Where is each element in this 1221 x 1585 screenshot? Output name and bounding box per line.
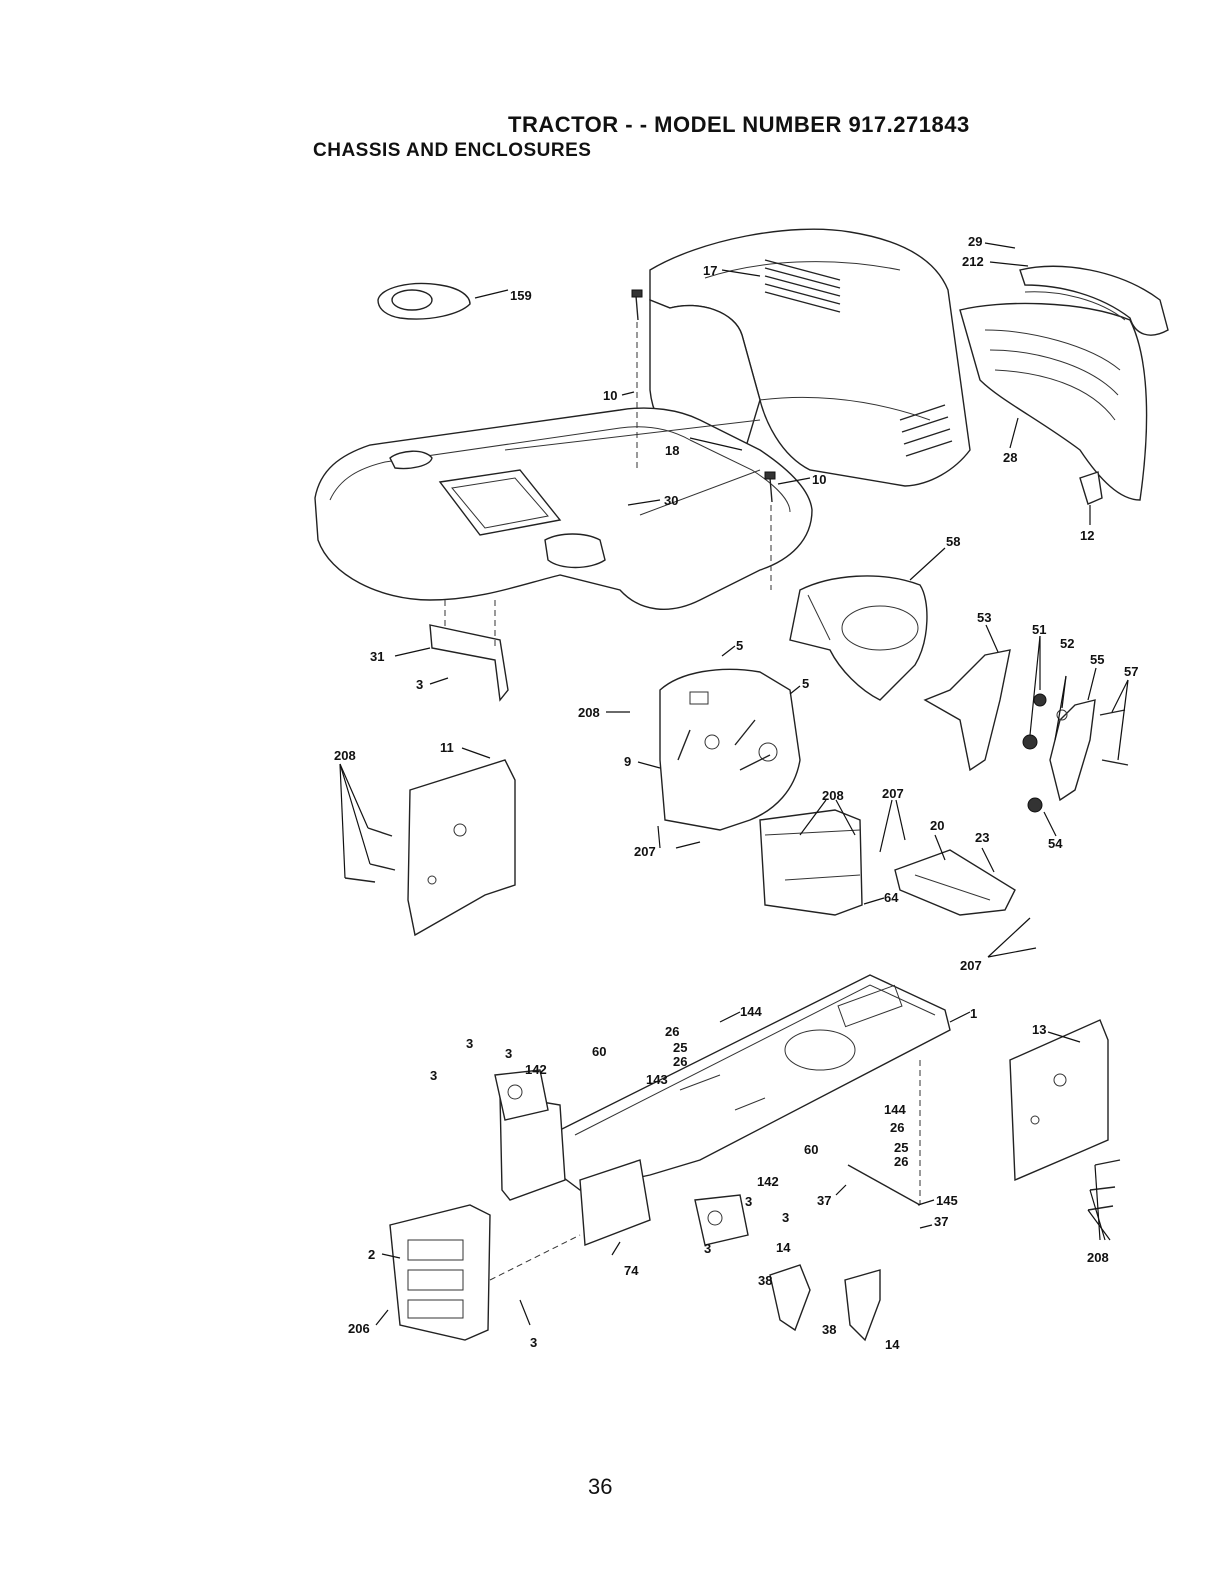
callout-3-frame-a: 3 xyxy=(466,1036,473,1051)
battery-tray-part xyxy=(760,810,862,915)
callout-2: 2 xyxy=(368,1247,375,1262)
callout-3-axle-b: 3 xyxy=(782,1210,789,1225)
tie-rod-145 xyxy=(848,1165,920,1205)
callout-74: 74 xyxy=(624,1263,639,1278)
callout-17: 17 xyxy=(703,263,717,278)
callout-143: 143 xyxy=(646,1072,668,1087)
callout-14-right: 14 xyxy=(885,1337,900,1352)
callout-142-lower: 142 xyxy=(757,1174,779,1189)
callout-18: 18 xyxy=(665,443,679,458)
callout-10-upper: 10 xyxy=(603,388,617,403)
mount-bracket-part xyxy=(430,600,508,700)
air-duct-part xyxy=(790,576,927,700)
callout-38-right: 38 xyxy=(822,1322,836,1337)
callout-53: 53 xyxy=(977,610,991,625)
callout-212: 212 xyxy=(962,254,984,269)
callout-3-frame-c: 3 xyxy=(430,1068,437,1083)
bolts-208-right xyxy=(1088,1160,1120,1210)
callout-64: 64 xyxy=(884,890,899,905)
callout-25-lower: 25 xyxy=(894,1140,908,1155)
callout-54: 54 xyxy=(1048,836,1063,851)
callout-12: 12 xyxy=(1080,528,1094,543)
callout-55: 55 xyxy=(1090,652,1104,667)
callout-3-bracket: 3 xyxy=(530,1335,537,1350)
callout-144-upper: 144 xyxy=(740,1004,762,1019)
callout-11: 11 xyxy=(440,740,454,755)
callout-60-lower: 60 xyxy=(804,1142,818,1157)
callout-30: 30 xyxy=(664,493,678,508)
callout-60-upper: 60 xyxy=(592,1044,606,1059)
callout-144-lower: 144 xyxy=(884,1102,906,1117)
callout-9: 9 xyxy=(624,754,631,769)
callout-37-right: 37 xyxy=(934,1214,948,1229)
callout-3-upper: 3 xyxy=(416,677,423,692)
callout-208-left-panel: 208 xyxy=(334,748,356,763)
callout-28: 28 xyxy=(1003,450,1017,465)
side-panel-left-11 xyxy=(408,760,515,935)
callout-207-left: 207 xyxy=(634,844,656,859)
callout-29: 29 xyxy=(968,234,982,249)
callout-159: 159 xyxy=(510,288,532,303)
front-latch-part xyxy=(1080,472,1102,504)
callout-51: 51 xyxy=(1032,622,1046,637)
fender-body-part xyxy=(315,408,812,609)
brake-arm-53 xyxy=(925,650,1010,770)
callout-57: 57 xyxy=(1124,664,1138,679)
callout-3-axle-a: 3 xyxy=(745,1194,752,1209)
callout-20: 20 xyxy=(930,818,944,833)
callout-5-right: 5 xyxy=(802,676,809,691)
callout-25-upper: 25 xyxy=(673,1040,687,1055)
callout-26-upper-a: 26 xyxy=(665,1024,679,1039)
callout-26-upper-b: 26 xyxy=(673,1054,687,1069)
callout-23: 23 xyxy=(975,830,989,845)
callout-13: 13 xyxy=(1032,1022,1046,1037)
callout-37-left: 37 xyxy=(817,1193,831,1208)
callout-145: 145 xyxy=(936,1193,958,1208)
callout-208-right-panel: 208 xyxy=(1087,1250,1109,1265)
callout-38-left: 38 xyxy=(758,1273,772,1288)
front-bracket-2 xyxy=(390,1205,490,1340)
side-panel-right-13 xyxy=(1010,1020,1108,1180)
grille-nose-part xyxy=(960,303,1147,500)
pedal-bracket-38b xyxy=(845,1270,880,1340)
callout-207-upper: 207 xyxy=(882,786,904,801)
callout-58: 58 xyxy=(946,534,960,549)
seat-cup-part xyxy=(378,283,470,319)
seat-bracket-part xyxy=(895,850,1015,915)
callout-206: 206 xyxy=(348,1321,370,1336)
callout-1: 1 xyxy=(970,1006,977,1021)
bolt-10-upper xyxy=(632,290,642,320)
callout-3-frame-b: 3 xyxy=(505,1046,512,1061)
callout-208-dash: 208 xyxy=(578,705,600,720)
callout-207-lower: 207 xyxy=(960,958,982,973)
callout-26-lower-b: 26 xyxy=(894,1154,908,1169)
axle-bracket-142b xyxy=(695,1195,748,1245)
callout-52: 52 xyxy=(1060,636,1074,651)
callout-208-battery: 208 xyxy=(822,788,844,803)
page-number: 36 xyxy=(588,1474,612,1500)
bolts-208-left xyxy=(345,828,395,882)
dash-panel-part xyxy=(660,669,800,830)
axle-bracket-142a xyxy=(495,1070,548,1120)
callout-142-upper: 142 xyxy=(525,1062,547,1077)
callout-31: 31 xyxy=(370,649,384,664)
callout-26-lower-a: 26 xyxy=(890,1120,904,1135)
pedal-bracket-38a xyxy=(770,1265,810,1330)
callout-14-left: 14 xyxy=(776,1240,791,1255)
callout-10-lower: 10 xyxy=(812,472,826,487)
callout-5-left: 5 xyxy=(736,638,743,653)
callout-3-axle-c: 3 xyxy=(704,1241,711,1256)
